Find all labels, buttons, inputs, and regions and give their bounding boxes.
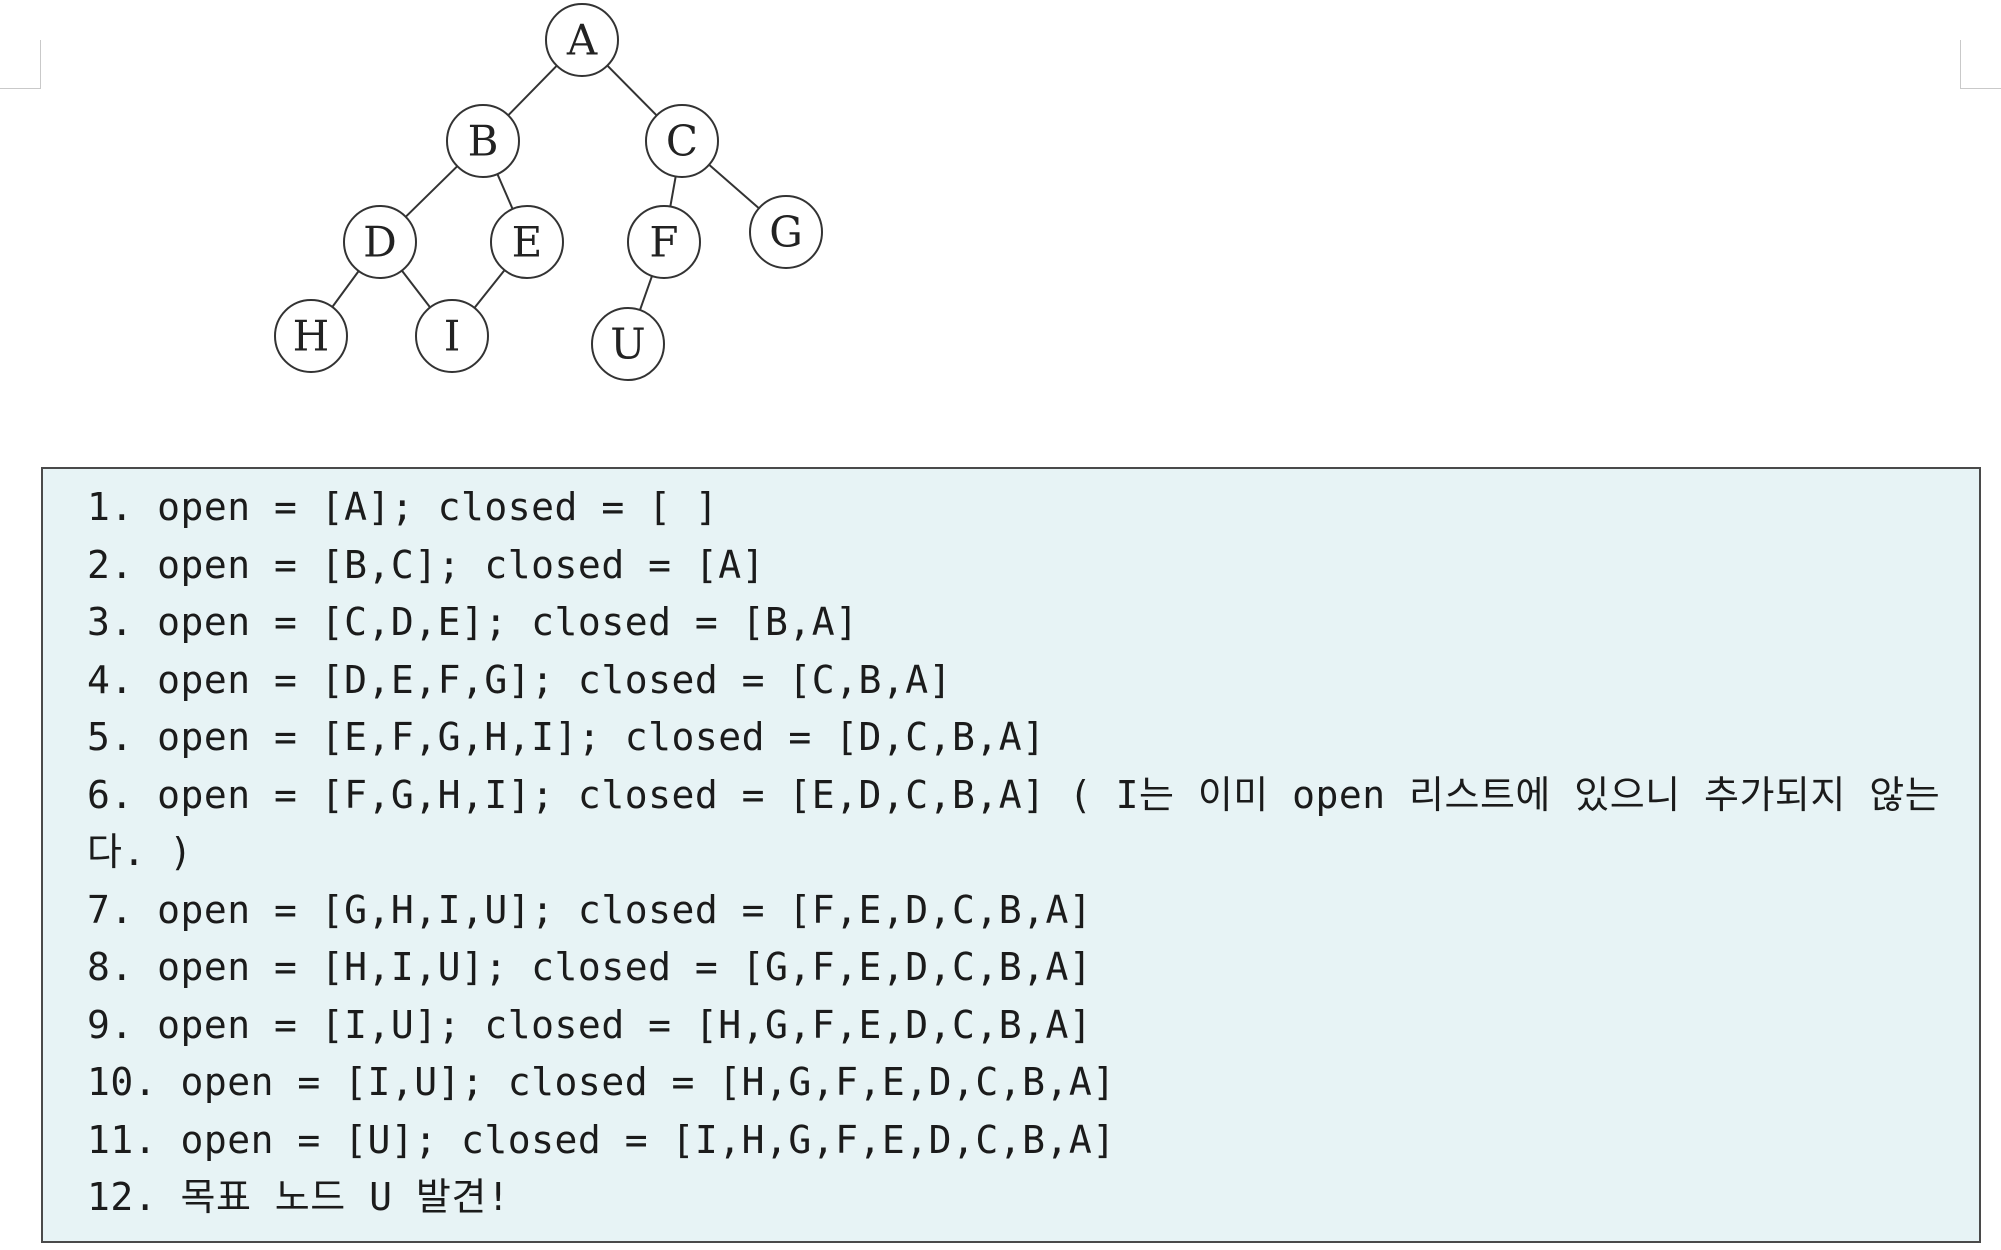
tree-node-circle xyxy=(343,205,417,279)
tree-node-label: I xyxy=(444,312,461,361)
tree-node-circle xyxy=(749,195,823,269)
tree-node-F: F xyxy=(627,205,701,279)
step-line-1: 1. open = [A]; closed = [ ] xyxy=(87,485,719,529)
tree-node-U: U xyxy=(591,307,665,381)
trace-lines: 1. open = [A]; closed = [ ] 2. open = [B… xyxy=(87,479,1949,1227)
tree-node-A: A xyxy=(545,3,619,77)
step-line-7: 7. open = [G,H,I,U]; closed = [F,E,D,C,B… xyxy=(87,887,1093,932)
tree-edge-C-G xyxy=(708,163,760,210)
step-line-8: 8. open = [H,I,U]; closed = [G,F,E,D,C,B… xyxy=(87,945,1093,989)
tree-edge-C-F xyxy=(669,176,677,207)
tree-node-circle xyxy=(274,299,348,373)
tree-node-B: B xyxy=(446,104,520,178)
step-line-11: 11. open = [U]; closed = [I,H,G,F,E,D,C,… xyxy=(87,1117,1116,1162)
tree-node-label: A xyxy=(566,16,598,65)
step-line-3: 3. open = [C,D,E]; closed = [B,A] xyxy=(87,600,859,644)
page-corner-mark-right xyxy=(1960,40,2001,89)
tree-node-label: H xyxy=(293,312,330,361)
trace-box: 1. open = [A]; closed = [ ] 2. open = [B… xyxy=(41,467,1981,1243)
tree-node-circle xyxy=(490,205,564,279)
tree-diagram: A B C D E F G H I U xyxy=(274,3,823,381)
tree-edge-D-I xyxy=(401,269,431,309)
tree-node-label: F xyxy=(649,218,678,267)
tree-node-circle xyxy=(591,307,665,381)
tree-node-G: G xyxy=(749,195,823,269)
tree-node-label: U xyxy=(610,320,645,369)
tree-edge-B-D xyxy=(405,165,458,218)
tree-node-H: H xyxy=(274,299,348,373)
tree-edge-F-U xyxy=(639,275,653,311)
tree-node-label: D xyxy=(363,218,397,267)
tree-node-circle xyxy=(545,3,619,77)
step-line-12: 12. 목표 노드 U 발견! xyxy=(87,1175,511,1219)
tree-edge-A-B xyxy=(507,65,558,116)
step-line-5: 5. open = [E,F,G,H,I]; closed = [D,C,B,A… xyxy=(87,715,1046,759)
tree-edge-D-H xyxy=(331,270,360,308)
tree-node-D: D xyxy=(343,205,417,279)
step-line-4: 4. open = [D,E,F,G]; closed = [C,B,A] xyxy=(87,657,952,702)
tree-node-E: E xyxy=(490,205,564,279)
tree-edge-B-E xyxy=(496,173,514,210)
tree-node-circle xyxy=(627,205,701,279)
page-corner-mark-left xyxy=(0,40,41,89)
tree-node-label: C xyxy=(666,117,698,166)
tree-node-label: E xyxy=(512,218,543,267)
step-line-2: 2. open = [B,C]; closed = [A] xyxy=(87,542,765,587)
tree-node-I: I xyxy=(415,299,489,373)
step-line-6: 6. open = [F,G,H,I]; closed = [E,D,C,B,A… xyxy=(87,772,1941,875)
tree-node-circle xyxy=(645,104,719,178)
tree-edge-E-I xyxy=(473,269,506,309)
tree-node-circle xyxy=(415,299,489,373)
step-line-9: 9. open = [I,U]; closed = [H,G,F,E,D,C,B… xyxy=(87,1002,1093,1047)
tree-node-label: B xyxy=(468,117,499,166)
tree-edge-A-C xyxy=(606,64,658,117)
step-line-10: 10. open = [I,U]; closed = [H,G,F,E,D,C,… xyxy=(87,1060,1116,1104)
tree-node-circle xyxy=(446,104,520,178)
tree-node-label: G xyxy=(769,208,803,257)
tree-node-C: C xyxy=(645,104,719,178)
